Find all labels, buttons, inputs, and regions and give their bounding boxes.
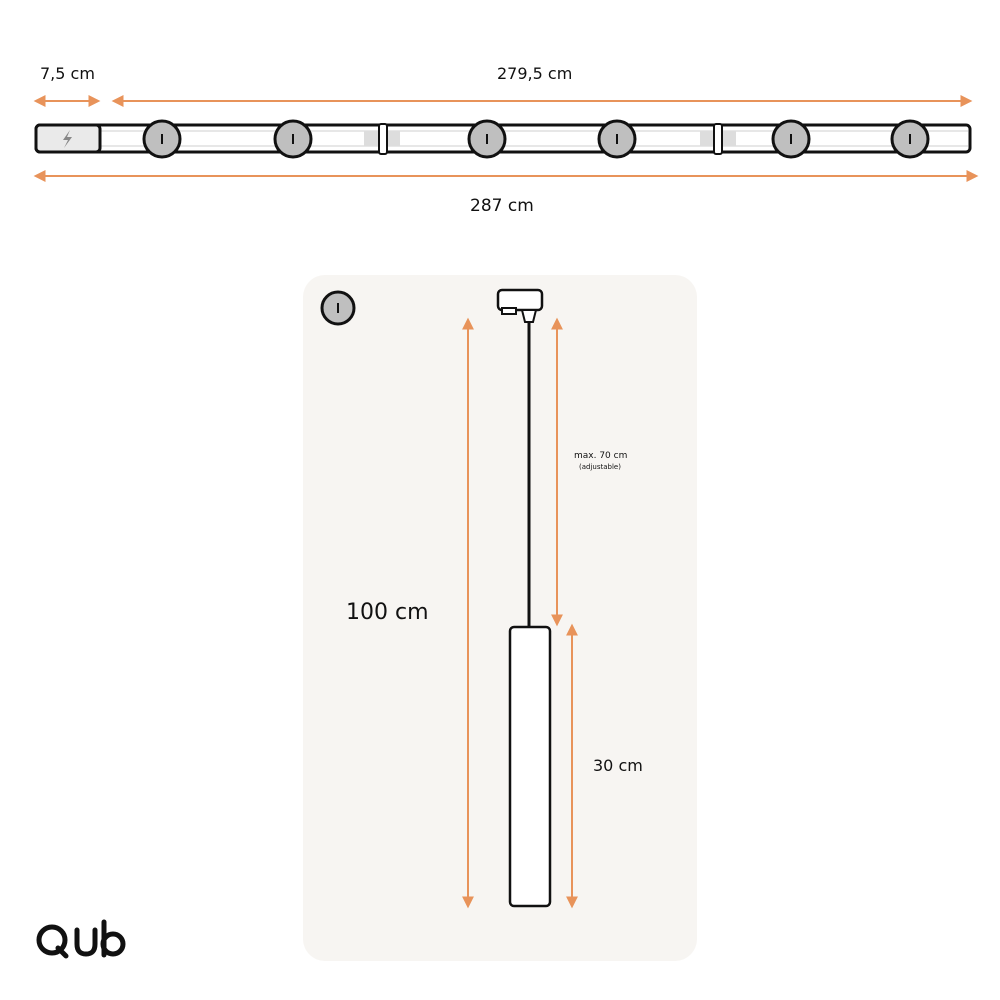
qub-logo: [36, 919, 126, 959]
total-length-label: 287 cm: [470, 196, 534, 216]
cable-adjustable-note: (adjustable): [579, 463, 621, 471]
spot-icon: [597, 119, 637, 159]
pendant-detail-panel: [303, 275, 697, 961]
spot-icon: [142, 119, 182, 159]
spot-icon: [273, 119, 313, 159]
spot-icon: [771, 119, 811, 159]
spot-icon: [890, 119, 930, 159]
lightning-bolt-icon: [63, 130, 72, 148]
lamp-body-length-label: 30 cm: [593, 756, 643, 775]
total-height-label: 100 cm: [346, 600, 429, 625]
spot-icon: [467, 119, 507, 159]
track-adapter: [496, 288, 544, 323]
panel-spot-icon: [320, 290, 356, 326]
track-connector: [700, 123, 736, 155]
track-connector: [364, 123, 400, 155]
pendant-lamp-body: [508, 625, 552, 908]
cable-length-label: max. 70 cm: [574, 451, 628, 461]
track-length-label: 279,5 cm: [497, 64, 573, 83]
feed-length-label: 7,5 cm: [40, 64, 95, 83]
